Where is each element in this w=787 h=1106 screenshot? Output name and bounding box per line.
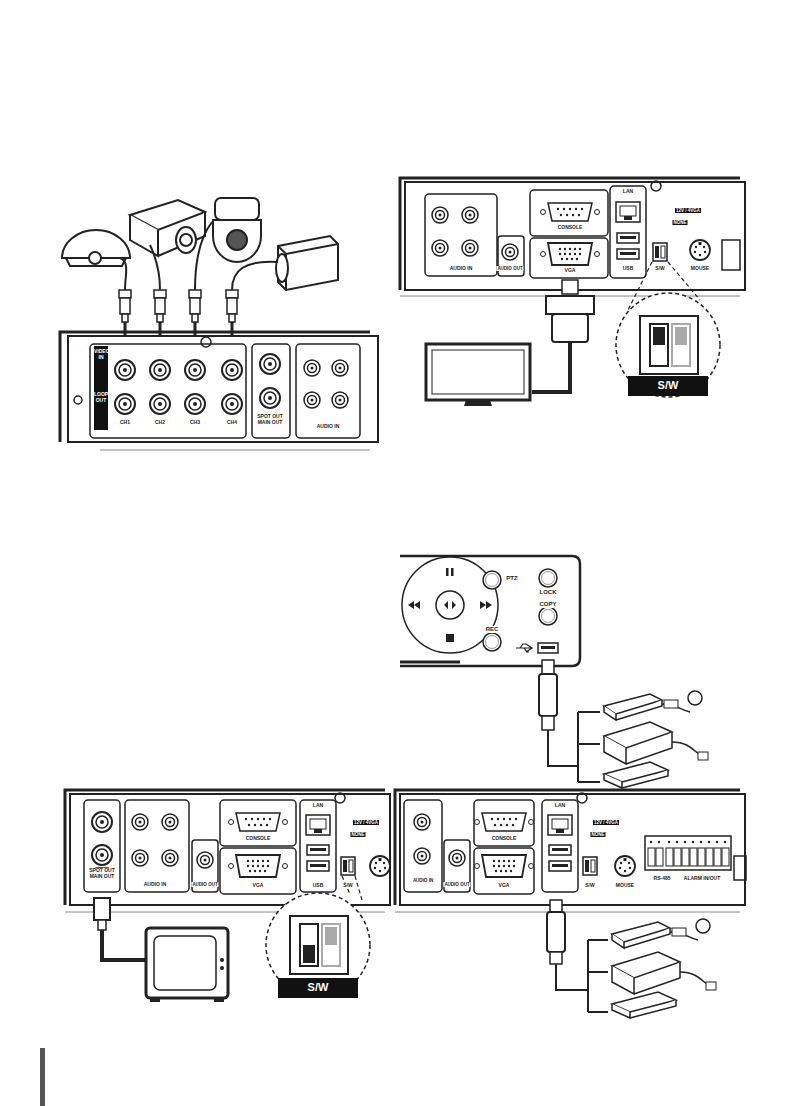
port-label: RS-485 bbox=[653, 876, 672, 882]
port-label: AUDIO OUT bbox=[443, 882, 470, 887]
port-label: LOOP OUT bbox=[94, 392, 108, 404]
port-label: NONE bbox=[350, 832, 365, 837]
port-label: AUDIO OUT bbox=[191, 882, 218, 887]
port-label: MOUSE bbox=[690, 266, 710, 272]
port-label: S/W bbox=[584, 883, 595, 889]
port-label: SPOT OUT MAIN OUT bbox=[253, 414, 287, 426]
port-label: LAN bbox=[554, 803, 566, 809]
switch-caption: S/W bbox=[655, 379, 682, 392]
port-label: CH3 bbox=[189, 420, 201, 426]
port-label: S/W bbox=[654, 266, 665, 272]
port-label: REC bbox=[485, 626, 500, 633]
port-label: S/W bbox=[342, 883, 353, 889]
port-label: VGA bbox=[498, 883, 511, 889]
port-label: CONSOLE bbox=[557, 225, 584, 231]
port-label: USB bbox=[622, 266, 635, 272]
port-label: VIDEO IN bbox=[94, 349, 108, 361]
port-label: LAN bbox=[622, 189, 634, 195]
port-label: NONE bbox=[590, 832, 605, 837]
port-label: LAN bbox=[312, 803, 324, 809]
port-label: COPY bbox=[538, 601, 557, 608]
port-label: AUDIO IN bbox=[449, 266, 474, 272]
port-label: AUDIO IN bbox=[412, 878, 434, 883]
port-label: CH4 bbox=[226, 420, 238, 426]
port-label: CONSOLE bbox=[245, 836, 272, 842]
port-label: 12V / 4VGA bbox=[353, 820, 379, 825]
port-label: CH2 bbox=[154, 420, 166, 426]
port-label: VGA bbox=[252, 883, 265, 889]
port-label: VGA bbox=[564, 268, 577, 274]
port-label: USB bbox=[312, 883, 325, 889]
port-label: PTZ bbox=[505, 575, 518, 582]
port-label: MOUSE bbox=[615, 883, 635, 889]
port-label: AUDIO OUT bbox=[496, 266, 523, 271]
port-label: 12V / 4VGA bbox=[675, 208, 701, 213]
switch-caption: S/W bbox=[305, 981, 332, 994]
port-label: NONE bbox=[672, 220, 687, 225]
port-label: CH1 bbox=[119, 420, 131, 426]
port-label: AUDIO IN bbox=[316, 424, 341, 430]
port-label: LOCK bbox=[539, 589, 558, 596]
port-label: ALARM IN/OUT bbox=[683, 876, 721, 882]
port-label: 12V / 4VGA bbox=[593, 820, 619, 825]
port-label: AUDIO IN bbox=[143, 882, 168, 888]
port-label: SPOT OUT MAIN OUT bbox=[85, 868, 119, 880]
port-label: CONSOLE bbox=[491, 836, 518, 842]
